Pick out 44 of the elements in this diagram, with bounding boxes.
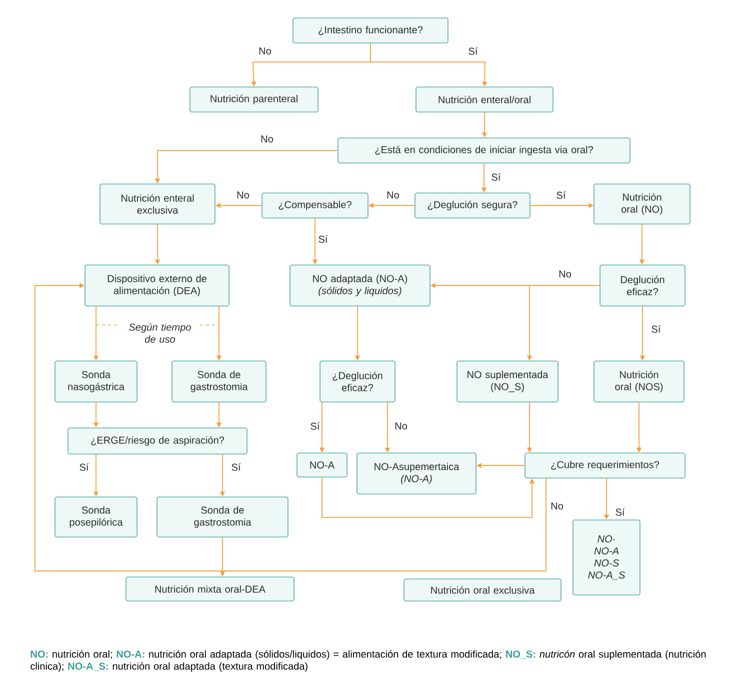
flowchart-box: ¿Compensable? [262, 192, 368, 218]
edge-label: No [260, 134, 274, 144]
edge-label: Sí [555, 190, 567, 200]
flowchart-box: NO-A [296, 452, 348, 478]
flowchart-box: Sonda de gastrostomia [172, 360, 266, 402]
flowchart-box: Sonda posepilórica [54, 496, 138, 538]
edge-label: No [386, 190, 400, 200]
abbreviation-note: NO: nutrición oral; NO-A: nutrición oral adaptada (sólidos/liquidos) = alimentación de textura modificada; NO_S: nutricón oral suplementada (nutrición clinica); NO-A_S: nutrición oral adaptada (textura modificada) [30, 650, 706, 672]
edge-label: Sí [309, 421, 321, 431]
flowchart-box: ¿ERGE/riesgo de aspiración? [68, 428, 248, 454]
flowchart-box: NO suplementada (NO_S) [456, 360, 558, 402]
flowchart-box: Deglución eficaz? [600, 264, 686, 306]
flowchart-box: NO· NO-A NO-S NO-A_S [572, 520, 640, 596]
flowchart-box: Nutrición oral (NO) [594, 184, 690, 224]
flow-arrow [34, 282, 546, 572]
edge-label: Sí [650, 324, 662, 334]
flowchart-box: Nutrición enteral exclusiva [100, 184, 216, 224]
flowchart-box: Sonda nasogástrica [54, 360, 138, 402]
flowchart-box: Nutrición oral (NOS) [594, 360, 684, 402]
flowchart-box: Nutrición parenteral [190, 86, 318, 112]
flowchart-box: Nutrición enteral/oral [416, 86, 554, 112]
flowchart-box: Nutrición mixta oral-DEA [126, 576, 294, 602]
edge-label: Sí [230, 462, 242, 472]
edge-label: Sí [467, 46, 479, 56]
edge-label: No [394, 422, 408, 430]
flowchart-box: Dispositivo externo de alimentación (DEA) [84, 264, 230, 306]
flowchart-box: ¿Deglución eficaz? [320, 360, 396, 402]
edge-label: Sí [614, 507, 626, 517]
flowchart-box: NO adaptada (NO-A) (sólidos y liquidos) [290, 264, 430, 306]
flowchart-box: ¿Deglución segura? [414, 192, 530, 218]
edge-label: No [550, 502, 564, 510]
edge-label: Sí [490, 172, 502, 182]
edge-label: No [236, 190, 250, 200]
edge-label: Sí [317, 234, 329, 244]
edge-label: Sí [78, 462, 90, 472]
annotation-text: Según tiempo de uso [123, 322, 197, 344]
flowchart-box: ¿Está en condiciones de iniciar ingesta via oral? [338, 138, 630, 164]
edge-label: No [258, 46, 272, 56]
flowchart-box: Sonda de gastrostomia [156, 496, 288, 538]
edge-label: No [558, 270, 572, 278]
flowchart-box: ¿Intestino funcionante? [292, 18, 448, 44]
flowchart-box: NO-Asupemertaica (NO-A) [356, 452, 476, 494]
flowchart-box: ¿Cubre requerimientos? [524, 452, 686, 478]
flowchart-box: Nutrición oral exclusiva [404, 578, 562, 602]
